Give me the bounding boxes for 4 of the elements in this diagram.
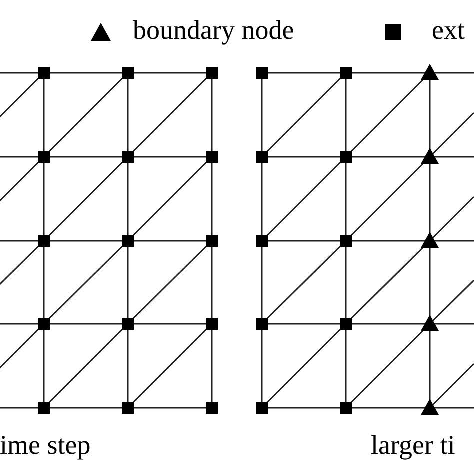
caption-text: larger ti	[371, 430, 456, 460]
caption-text: ime step	[0, 430, 91, 460]
legend-label: ext	[432, 15, 465, 45]
legend-label: boundary node	[133, 15, 294, 45]
